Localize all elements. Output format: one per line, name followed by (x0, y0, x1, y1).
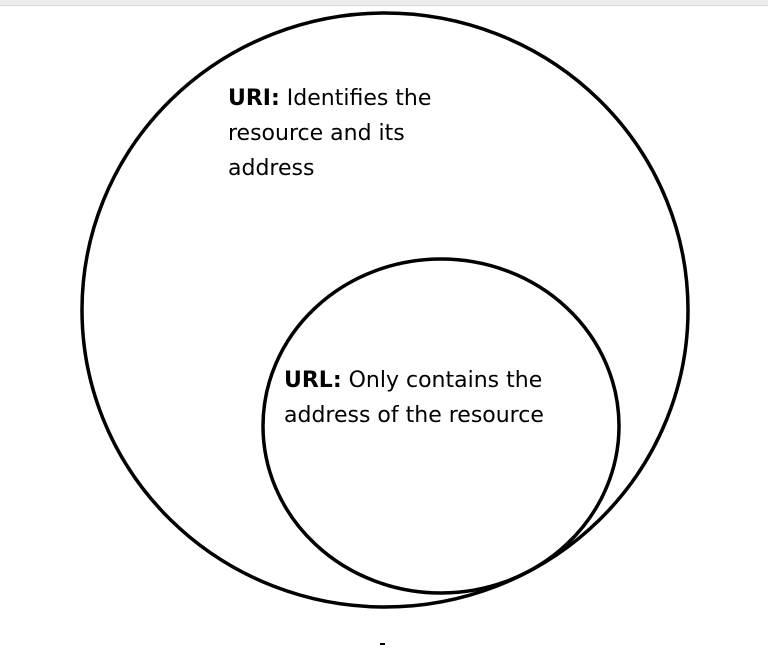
uri-label: URI: Identifies the resource and its add… (228, 81, 458, 186)
uri-circle (80, 11, 690, 609)
url-description: Only contains the address of the resourc… (284, 368, 544, 428)
url-term: URL: (284, 368, 342, 393)
uri-description: Identifies the resource and its address (228, 86, 432, 181)
url-circle (261, 257, 621, 595)
uri-term: URI: (228, 86, 280, 111)
top-border (0, 0, 768, 6)
bottom-mark (380, 643, 385, 645)
url-label: URL: Only contains the address of the re… (284, 363, 584, 433)
